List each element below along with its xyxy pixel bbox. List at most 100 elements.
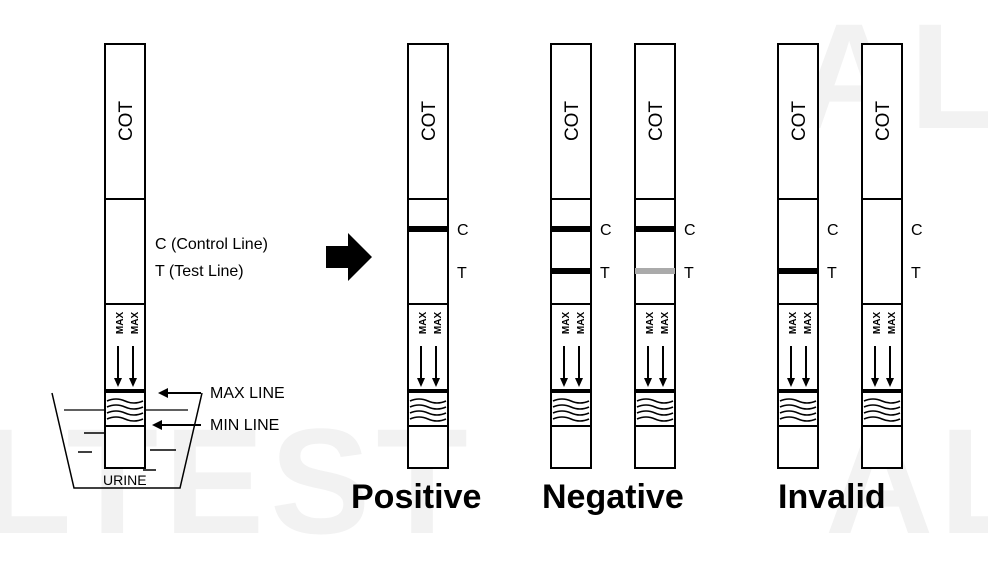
max-line-arrowhead-icon	[158, 388, 168, 398]
strip-body	[407, 43, 449, 469]
test-strip-invalid-2: COT MAX MAX C T	[861, 43, 923, 469]
control-line-band	[408, 226, 448, 232]
urine-cup	[51, 392, 203, 489]
control-line-band	[635, 226, 675, 232]
strip-wave-line	[552, 416, 590, 422]
strip-wave-line	[552, 404, 590, 410]
annotations-group	[152, 233, 372, 430]
strip-max-label: MAX	[872, 312, 883, 335]
control-line-letter: C	[827, 222, 839, 239]
strip-drug-label: COT	[116, 101, 137, 142]
strip-wave-line	[636, 398, 674, 404]
strip-max-band	[105, 389, 145, 393]
strip-max-label: MAX	[576, 312, 587, 335]
urine-label: URINE	[103, 472, 147, 488]
strip-body	[634, 43, 676, 469]
test-strip-negative-1: COT MAX MAX C T	[550, 43, 612, 469]
strip-wave-line	[863, 398, 901, 404]
strip-max-label: MAX	[660, 312, 671, 335]
strip-max-label: MAX	[887, 312, 898, 335]
down-arrow-icon	[787, 378, 795, 387]
strip-wave-line	[863, 416, 901, 422]
strip-wave-line	[552, 398, 590, 404]
result-positive-label: Positive	[351, 478, 482, 516]
strip-body	[861, 43, 903, 469]
strip-wave-line	[779, 404, 817, 410]
max-line-label: MAX LINE	[210, 385, 285, 402]
result-invalid-label: Invalid	[778, 478, 886, 516]
strip-body	[104, 43, 146, 469]
strip-max-band	[862, 389, 902, 393]
right-arrow-icon	[326, 233, 372, 281]
test-line-label: T (Test Line)	[155, 263, 244, 280]
strip-max-label: MAX	[803, 312, 814, 335]
strip-wave-line	[409, 398, 447, 404]
strip-max-label: MAX	[645, 312, 656, 335]
strip-drug-label: COT	[873, 101, 894, 142]
control-line-letter: C	[911, 222, 923, 239]
strip-max-label: MAX	[788, 312, 799, 335]
test-strip-invalid-1: COT MAX MAX C T	[777, 43, 839, 469]
control-line-letter: C	[457, 222, 469, 239]
strip-wave-line	[636, 404, 674, 410]
strip-wave-line	[106, 404, 144, 410]
test-line-band	[635, 268, 675, 274]
strip-wave-line	[636, 416, 674, 422]
strips-group: COT MAX MAX COT MAX MAX C T COT MAX MAX C T COT MAX MAX…	[104, 43, 923, 469]
strip-wave-line	[779, 416, 817, 422]
control-line-label: C (Control Line)	[155, 236, 268, 253]
strip-wave-line	[863, 404, 901, 410]
strip-wave-line	[106, 410, 144, 416]
strip-drug-label: COT	[789, 101, 810, 142]
strip-body	[777, 43, 819, 469]
strip-max-label: MAX	[418, 312, 429, 335]
down-arrow-icon	[886, 378, 894, 387]
test-line-letter: T	[684, 265, 694, 282]
strip-max-band	[635, 389, 675, 393]
test-line-letter: T	[600, 265, 610, 282]
min-line-arrowhead-icon	[152, 420, 162, 430]
strip-drug-label: COT	[646, 101, 667, 142]
strip-drug-label: COT	[419, 101, 440, 142]
control-line-letter: C	[600, 222, 612, 239]
labels-group: C (Control Line) T (Test Line) MAX LINE …	[103, 236, 285, 488]
test-strip-negative-2: COT MAX MAX C T	[634, 43, 696, 469]
control-line-band	[551, 226, 591, 232]
control-line-letter: C	[684, 222, 696, 239]
strip-wave-line	[409, 416, 447, 422]
test-line-letter: T	[457, 265, 467, 282]
test-line-letter: T	[911, 265, 921, 282]
strip-max-label: MAX	[561, 312, 572, 335]
down-arrow-icon	[644, 378, 652, 387]
test-line-letter: T	[827, 265, 837, 282]
strip-wave-line	[409, 410, 447, 416]
strip-wave-line	[779, 410, 817, 416]
down-arrow-icon	[575, 378, 583, 387]
down-arrow-icon	[871, 378, 879, 387]
test-line-band	[778, 268, 818, 274]
strip-body	[550, 43, 592, 469]
strip-max-label: MAX	[433, 312, 444, 335]
down-arrow-icon	[659, 378, 667, 387]
strip-wave-line	[636, 410, 674, 416]
down-arrow-icon	[560, 378, 568, 387]
strip-wave-line	[863, 410, 901, 416]
down-arrow-icon	[802, 378, 810, 387]
strip-wave-line	[779, 398, 817, 404]
strip-drug-label: COT	[562, 101, 583, 142]
strip-wave-line	[552, 410, 590, 416]
strip-max-label: MAX	[130, 312, 141, 335]
strip-wave-line	[106, 416, 144, 422]
test-strip-positive: COT MAX MAX C T	[407, 43, 469, 469]
min-line-label: MIN LINE	[210, 417, 279, 434]
strip-max-band	[551, 389, 591, 393]
result-negative-label: Negative	[542, 478, 684, 516]
down-arrow-icon	[114, 378, 122, 387]
test-line-band	[551, 268, 591, 274]
strip-max-band	[778, 389, 818, 393]
strip-max-band	[408, 389, 448, 393]
strip-wave-line	[106, 398, 144, 404]
